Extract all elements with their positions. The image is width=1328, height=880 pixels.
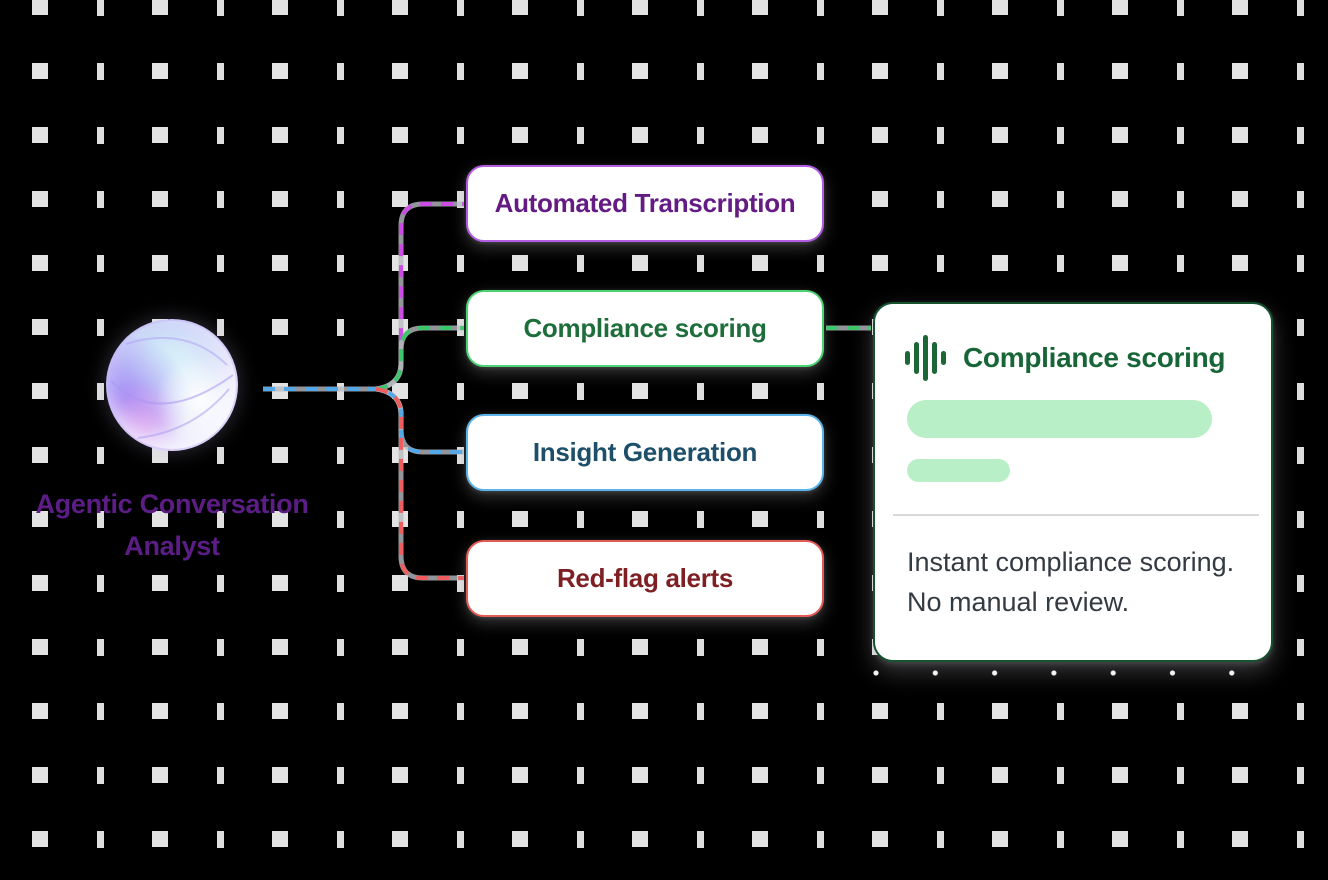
agent-label-line1: Agentic Conversation	[35, 489, 309, 519]
link-transcription	[375, 202, 464, 391]
node-label: Compliance scoring	[523, 313, 767, 343]
link-insight	[263, 387, 464, 454]
node-insight-generation[interactable]: Insight Generation	[466, 414, 824, 491]
waveform-icon	[905, 335, 946, 381]
agent-orb-icon	[106, 319, 238, 451]
node-label: Insight Generation	[532, 437, 758, 467]
card-description: Instant compliance scoring. No manual re…	[907, 542, 1257, 622]
node-label: Red-flag alerts	[556, 563, 734, 593]
card-description-line1: Instant compliance scoring.	[907, 547, 1235, 577]
agent-label: Agentic Conversation Analyst	[2, 483, 342, 567]
rail-transcription	[375, 201, 464, 392]
card-divider	[893, 514, 1259, 516]
node-compliance-scoring[interactable]: Compliance scoring	[466, 290, 824, 367]
agent-label-line2: Analyst	[124, 531, 220, 561]
node-automated-transcription[interactable]: Automated Transcription	[466, 165, 824, 242]
card-bottom-dots	[872, 669, 1238, 677]
node-red-flag-alerts[interactable]: Red-flag alerts	[466, 540, 824, 617]
orb-swirl-lines	[110, 336, 234, 439]
card-title: Compliance scoring	[963, 342, 1226, 373]
rail-insight	[263, 386, 464, 455]
card-header: Compliance scoring	[905, 334, 1226, 382]
link-redflag	[375, 387, 464, 580]
link-compliance	[375, 326, 464, 391]
node-label: Automated Transcription	[494, 188, 796, 218]
placeholder-bar-short	[907, 459, 1010, 482]
rail-compliance	[375, 325, 464, 392]
placeholder-bar-long	[907, 400, 1212, 438]
rail-redflag	[375, 386, 464, 581]
compliance-detail-card: Compliance scoring Instant compliance sc…	[873, 302, 1273, 662]
card-description-line2: No manual review.	[907, 587, 1130, 617]
